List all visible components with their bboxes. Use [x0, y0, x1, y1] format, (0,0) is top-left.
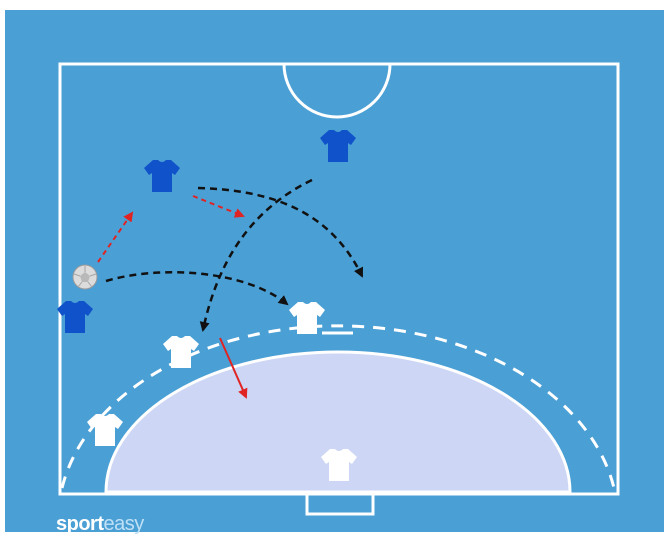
free-throw-line	[60, 324, 616, 489]
handball-ball-icon	[72, 264, 98, 290]
center-circle	[282, 63, 392, 119]
goal-area	[104, 350, 572, 494]
goal	[305, 492, 375, 516]
movement-arrow-to-left	[199, 178, 313, 332]
logo-text-bold: sport	[56, 513, 104, 535]
logo-text-light: easy	[104, 513, 145, 535]
pass-arrow-ball-to-attacker	[97, 211, 134, 263]
sporteasy-logo: sporteasy	[56, 513, 144, 535]
movement-arrow-to-right	[197, 186, 364, 278]
move-arrow-defender	[219, 337, 248, 399]
movement-arrow-from-ball	[105, 271, 289, 306]
